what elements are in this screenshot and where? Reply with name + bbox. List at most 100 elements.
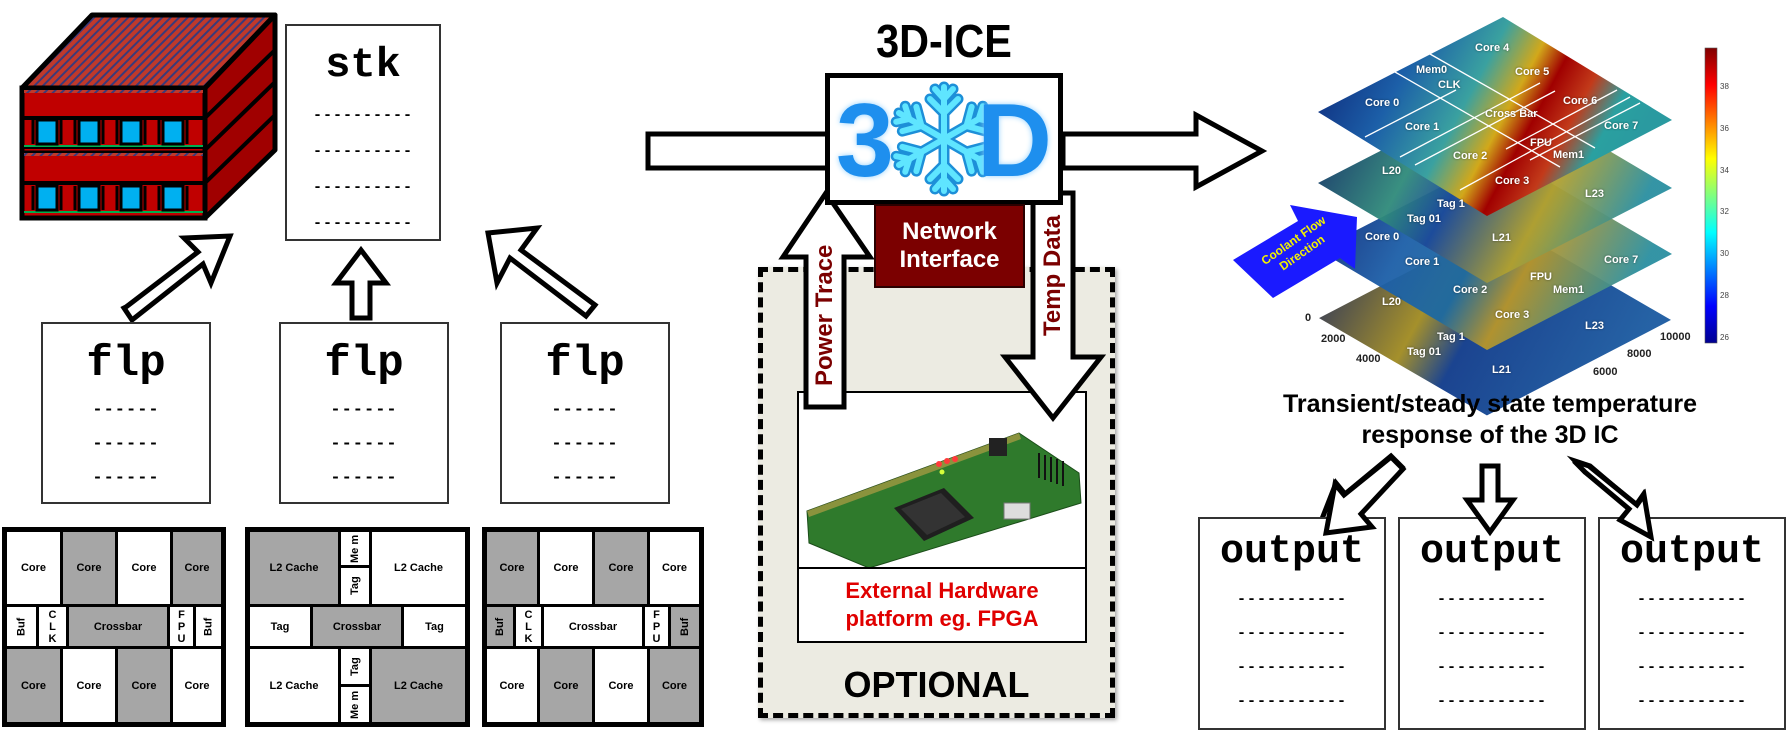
output-file-name: output [1419, 530, 1565, 575]
axis-tick: 8000 [1627, 348, 1652, 360]
output-file-line: ----------- [1436, 693, 1548, 710]
floorplan-file-line: ------ [92, 401, 160, 420]
floorplan-file-line: ------ [92, 469, 160, 488]
floorplan-file-name: flp [545, 339, 625, 389]
arrow-input-to-3dice [645, 131, 831, 171]
map-label: L21 [1492, 232, 1511, 244]
floorplan-file-name: flp [86, 339, 166, 389]
output-file-line: ----------- [1636, 659, 1748, 676]
tool-title: 3D-ICE [876, 15, 1012, 67]
floorplan-block: Tag [341, 649, 369, 684]
thermal-response-caption: Transient/steady state temperature respo… [1200, 389, 1780, 451]
axis-tick: 0 [1305, 312, 1312, 324]
map-label: Core 1 [1405, 121, 1440, 133]
map-label: L23 [1585, 320, 1604, 332]
output-file-name: output [1219, 530, 1365, 575]
floorplan-block: Core [118, 532, 170, 604]
floorplan-block: Tag [250, 607, 310, 646]
logo-3: 3 [836, 83, 894, 199]
floorplan-core-layer-2: Core Core Core Core Buf C L K Crossbar F… [482, 527, 704, 727]
floorplan-block: C L K [39, 607, 66, 646]
floorplan-block: Core [487, 532, 537, 604]
map-label: CLK [1438, 79, 1461, 91]
output-file-doc: output ----------- ----------- ---------… [1198, 517, 1386, 730]
colorbar-tick: 28 [1720, 291, 1729, 300]
output-file-name: output [1619, 530, 1765, 575]
map-label: FPU [1530, 137, 1552, 149]
colorbar [1704, 47, 1718, 344]
floorplan-file-line: ------ [92, 435, 160, 454]
floorplan-block: Buf [487, 607, 513, 646]
floorplan-file-doc: flp ------ ------ ------ [500, 322, 670, 504]
output-file-line: ----------- [1436, 625, 1548, 642]
output-file-line: ----------- [1436, 659, 1548, 676]
fpga-board-icon [806, 432, 1082, 569]
arrow-flp2-to-stk [330, 245, 392, 321]
map-label: Mem0 [1416, 64, 1448, 76]
colorbar-tick: 38 [1720, 82, 1729, 91]
coolant-flow-label: Coolant Flow Direction [1248, 206, 1347, 288]
map-label: Core 3 [1495, 175, 1530, 187]
floorplan-file-doc: flp ------ ------ ------ [279, 322, 449, 504]
map-label: Core 5 [1515, 66, 1550, 78]
output-file-line: ----------- [1636, 693, 1748, 710]
floorplan-block: L2 Cache [250, 532, 338, 604]
3d-ic-stack-illustration [19, 12, 278, 221]
map-label: Mem1 [1553, 284, 1585, 296]
arrow-3dice-to-map [1060, 110, 1268, 192]
map-label: Cross Bar [1485, 108, 1538, 120]
map-label: Core 6 [1563, 95, 1598, 107]
stack-file-line: ---------- [312, 107, 413, 124]
network-interface-line2: Interface [899, 246, 1000, 273]
floorplan-block: Buf [7, 607, 36, 646]
external-hardware-line1: External Hardware [845, 578, 1039, 603]
map-label: Core 7 [1604, 120, 1639, 132]
floorplan-file-line: ------ [330, 469, 398, 488]
map-label: Core 0 [1365, 231, 1400, 243]
floorplan-block: Core [63, 532, 115, 604]
snowflake-icon [894, 81, 994, 200]
floorplan-block: L2 Cache [372, 532, 465, 604]
map-label: Core 2 [1453, 284, 1488, 296]
floorplan-block: Core [118, 649, 170, 722]
floorplan-block: L2 Cache [250, 649, 338, 722]
map-label: FPU [1530, 271, 1552, 283]
floorplan-file-line: ------ [330, 401, 398, 420]
stack-file-line: ---------- [312, 143, 413, 160]
floorplan-file-doc: flp ------ ------ ------ [41, 322, 211, 504]
map-label: Core 3 [1495, 309, 1530, 321]
arrow-flp1-to-stk [120, 233, 234, 324]
external-hardware-line2: platform eg. FPGA [845, 606, 1039, 631]
arrow-map-to-output1 [1316, 452, 1406, 528]
stack-file-doc: stk ---------- ---------- ---------- ---… [285, 24, 441, 241]
output-file-doc: output ----------- ----------- ---------… [1398, 517, 1586, 730]
map-label: Tag 01 [1407, 346, 1442, 358]
floorplan-block: Core [595, 532, 647, 604]
map-label: L21 [1492, 364, 1511, 376]
colorbar-tick: 30 [1720, 249, 1729, 258]
arrow-flp3-to-stk [485, 224, 599, 320]
floorplan-block: Crossbar [69, 607, 167, 646]
temp-data-label: Temp Data [1039, 215, 1066, 336]
map-label: Tag 1 [1437, 198, 1465, 210]
floorplan-block: Core [540, 532, 592, 604]
map-label: Core 0 [1365, 97, 1400, 109]
floorplan-block: Buf [671, 607, 699, 646]
map-label: Core 1 [1405, 256, 1440, 268]
map-label: L20 [1382, 165, 1401, 177]
map-label: Mem1 [1553, 149, 1585, 161]
map-label: Tag 01 [1407, 213, 1442, 225]
3d-ice-logo-box: 3 D [825, 73, 1063, 205]
colorbar-tick: 26 [1720, 333, 1729, 342]
floorplan-file-line: ------ [551, 469, 619, 488]
tsv-blocks [35, 118, 185, 212]
floorplan-block: L2 Cache [372, 649, 465, 722]
stack-front-face [19, 85, 208, 221]
floorplan-block: Core [650, 649, 699, 722]
floorplan-block: Core [595, 649, 647, 722]
floorplan-block: Tag [341, 568, 369, 604]
floorplan-block: Core [7, 532, 60, 604]
floorplan-core-layer-1: Core Core Core Core Buf C L K Crossbar F… [2, 527, 226, 727]
output-file-line: ----------- [1236, 591, 1348, 608]
output-file-line: ----------- [1236, 625, 1348, 642]
